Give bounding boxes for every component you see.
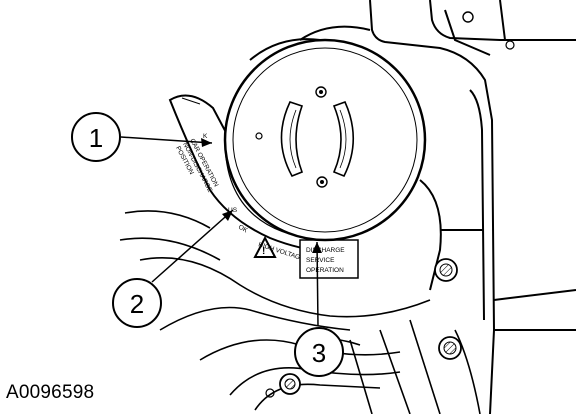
callout-3: 3 bbox=[294, 241, 344, 377]
washer-top-icon bbox=[505, 40, 515, 50]
service-label: DISCHARGE SERVICE OPERATION bbox=[299, 239, 359, 279]
knob-grip-right bbox=[332, 100, 354, 178]
bolt-bottom-icon bbox=[279, 373, 301, 395]
service-label-line-2: SERVICE bbox=[306, 257, 335, 264]
mark-k: K bbox=[203, 133, 208, 140]
screw-bottom-icon bbox=[316, 176, 328, 188]
bolt-right-icon bbox=[434, 258, 458, 282]
callout-1: 1 bbox=[71, 112, 213, 162]
service-label-line-3: OPERATION bbox=[306, 267, 344, 274]
callout-3-number: 3 bbox=[312, 338, 326, 368]
warning-triangle-icon: ! bbox=[253, 235, 277, 258]
svg-text:!: ! bbox=[262, 246, 265, 257]
mark-ok: OK bbox=[237, 224, 249, 235]
callout-1-number: 1 bbox=[89, 123, 103, 153]
knob-grip-left bbox=[280, 101, 304, 178]
bolt-lower-right-icon bbox=[438, 336, 462, 360]
figure-id: A0096598 bbox=[6, 382, 95, 403]
washer-icon bbox=[265, 388, 275, 398]
screw-top-icon bbox=[315, 86, 327, 98]
callout-2-number: 2 bbox=[130, 289, 144, 319]
disconnect-switch bbox=[223, 38, 427, 242]
callout-2: 2 bbox=[112, 209, 234, 328]
pin-icon bbox=[255, 132, 263, 140]
screw-top-right-icon bbox=[462, 11, 474, 23]
service-label-line-1: DISCHARGE bbox=[306, 247, 345, 254]
housing bbox=[249, 0, 576, 415]
